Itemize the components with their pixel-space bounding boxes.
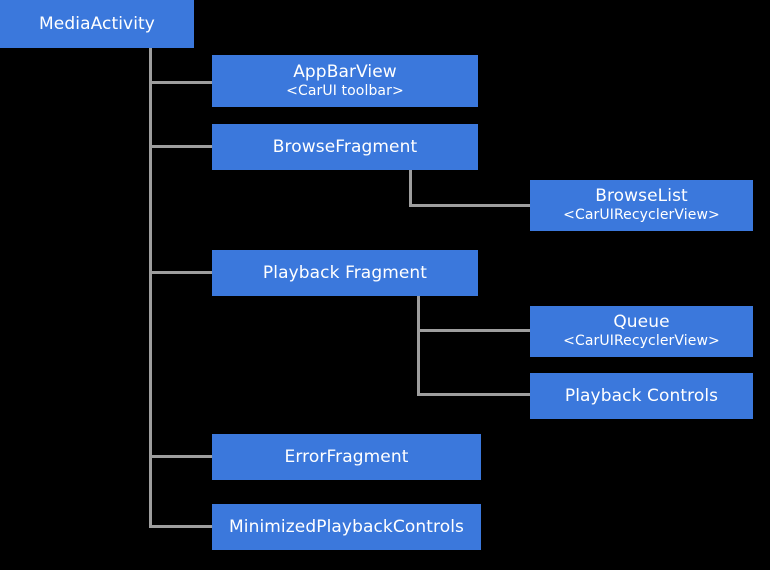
node-browse-list-subtitle: <CarUIRecyclerView>	[563, 207, 720, 224]
node-browse-list[interactable]: BrowseList <CarUIRecyclerView>	[530, 180, 753, 231]
node-playback-controls-title: Playback Controls	[564, 385, 719, 406]
node-queue-title: Queue	[613, 312, 670, 333]
edge-browse-fragment-drop	[409, 170, 412, 207]
node-browse-list-title: BrowseList	[595, 186, 688, 207]
node-app-bar-view-title: AppBarView	[293, 61, 397, 82]
node-minimized-playback-controls[interactable]: MinimizedPlaybackControls	[212, 504, 481, 550]
node-app-bar-view[interactable]: AppBarView <CarUI toolbar>	[212, 55, 478, 107]
edge-media-activity-to-browse-fragment	[149, 145, 213, 148]
node-minimized-playback-controls-title: MinimizedPlaybackControls	[228, 516, 464, 537]
edge-playback-fragment-to-playback-controls	[417, 393, 531, 396]
edge-trunk-media-activity	[149, 48, 152, 528]
node-media-activity-title: MediaActivity	[39, 13, 155, 34]
edge-browse-fragment-to-browse-list	[409, 204, 531, 207]
node-error-fragment-title: ErrorFragment	[284, 446, 409, 467]
node-playback-fragment[interactable]: Playback Fragment	[212, 250, 478, 296]
node-browse-fragment[interactable]: BrowseFragment	[212, 124, 478, 170]
edge-playback-fragment-to-queue	[417, 329, 531, 332]
edge-media-activity-to-playback-fragment	[149, 271, 213, 274]
node-queue-subtitle: <CarUIRecyclerView>	[563, 333, 720, 350]
edge-media-activity-to-app-bar-view	[149, 81, 213, 84]
node-playback-controls[interactable]: Playback Controls	[530, 373, 753, 419]
node-browse-fragment-title: BrowseFragment	[272, 136, 418, 157]
node-queue[interactable]: Queue <CarUIRecyclerView>	[530, 306, 753, 357]
node-playback-fragment-title: Playback Fragment	[262, 262, 428, 283]
edge-media-activity-to-error-fragment	[149, 455, 213, 458]
node-media-activity[interactable]: MediaActivity	[0, 0, 194, 48]
edge-media-activity-to-minimized-playback-controls	[149, 525, 213, 528]
edge-playback-fragment-drop	[417, 296, 420, 396]
node-app-bar-view-subtitle: <CarUI toolbar>	[286, 82, 404, 99]
node-error-fragment[interactable]: ErrorFragment	[212, 434, 481, 480]
